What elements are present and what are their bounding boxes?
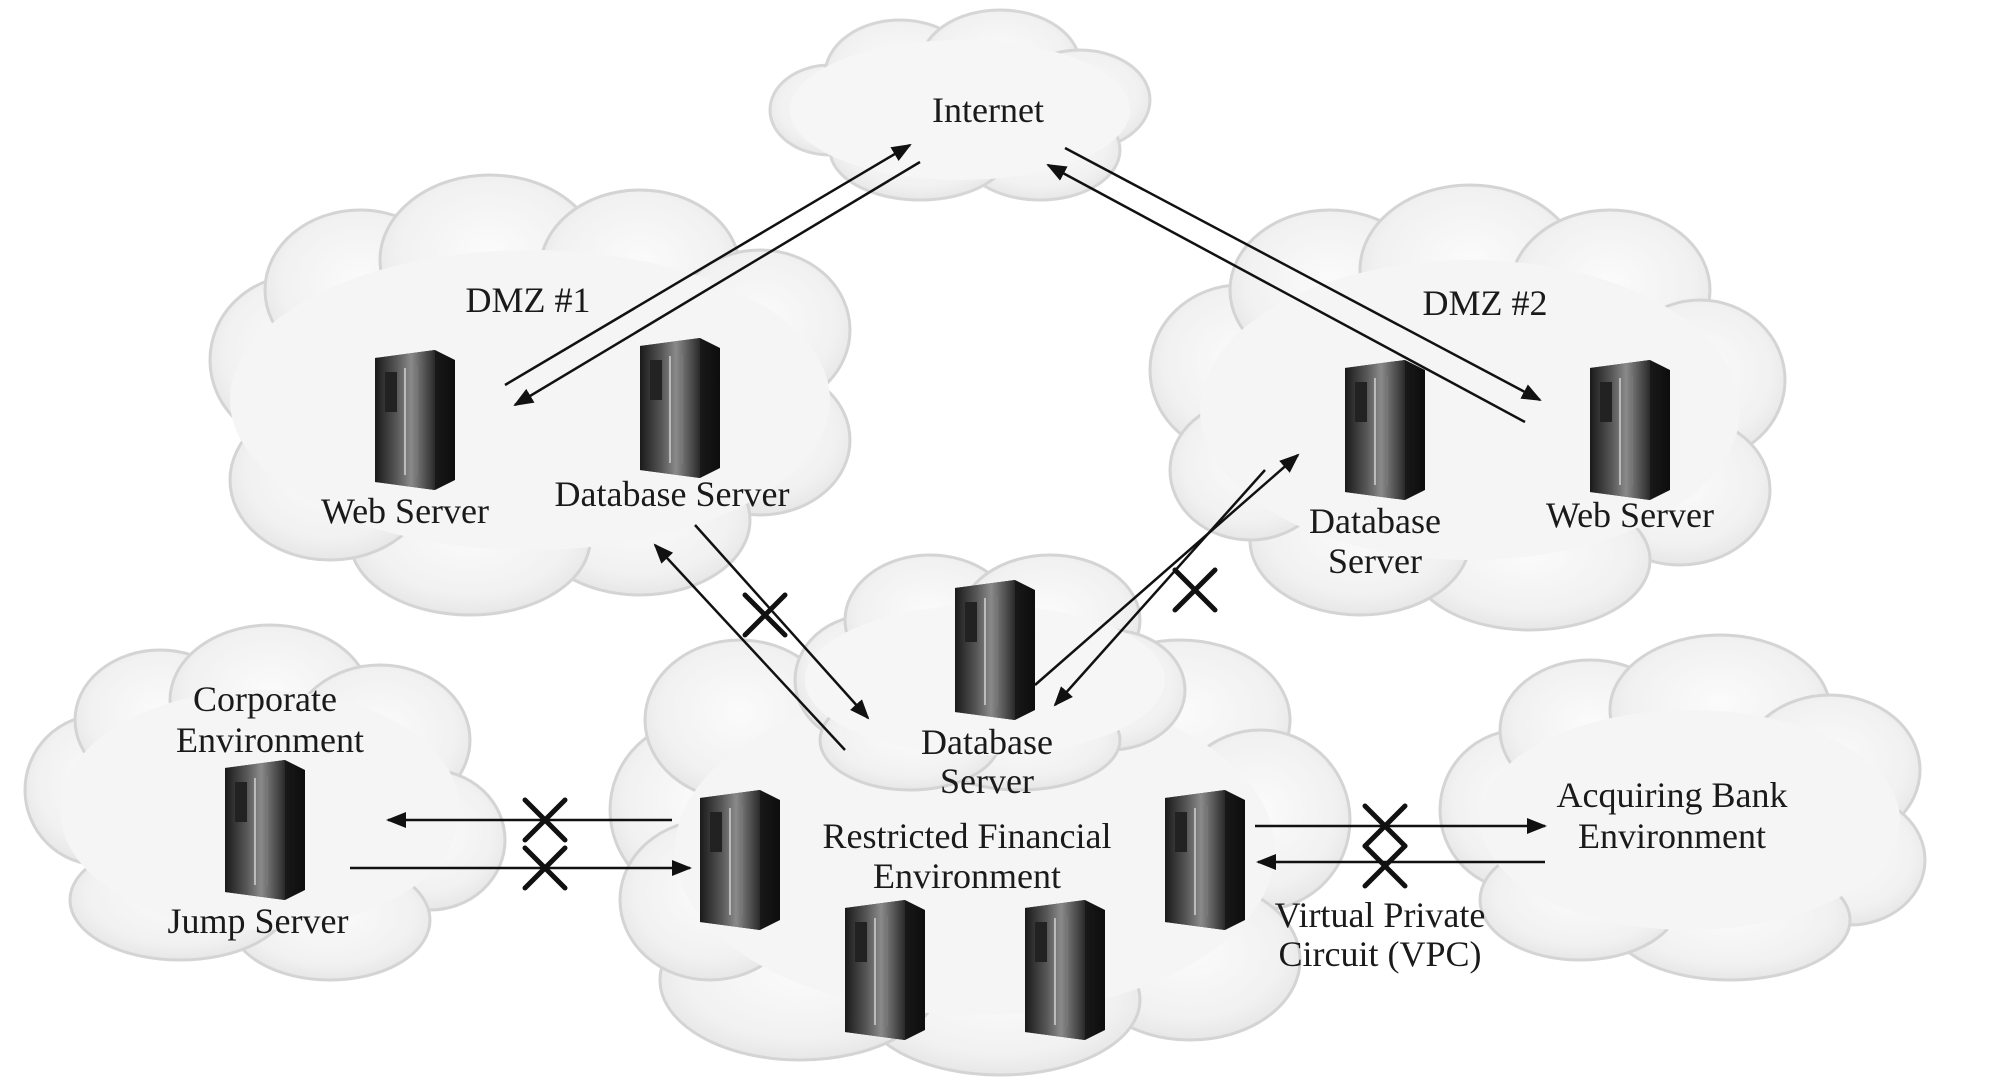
label-acquiring-line2: Environment <box>1578 816 1766 856</box>
restricted-server-bottom-right <box>1025 900 1105 1040</box>
arrow-dmz1-db-to-central-db <box>694 524 870 720</box>
dmz2-web-server <box>1590 360 1670 500</box>
blocked-x-central-dmz2 <box>1172 567 1218 613</box>
label-dmz2-web-server: Web Server <box>1546 495 1714 535</box>
arrow-internet-to-dmz1-web <box>513 160 921 407</box>
jump-server <box>225 760 305 900</box>
label-corporate-line2: Environment <box>176 720 364 760</box>
label-dmz1-web-server: Web Server <box>321 491 489 531</box>
dmz1-web-server <box>375 350 455 490</box>
label-vpc-line1: Virtual Private <box>1275 895 1486 935</box>
label-corporate-line1: Corporate <box>193 679 337 719</box>
label-jump-server: Jump Server <box>168 901 349 941</box>
blocked-x-dmz1-central <box>742 592 788 638</box>
label-central-database-line1: Database <box>921 722 1053 762</box>
blocked-x-acquiring-bottom <box>1362 843 1408 889</box>
restricted-server-left <box>700 790 780 930</box>
label-central-database-line2: Server <box>940 761 1034 801</box>
dmz2-database-server <box>1345 360 1425 500</box>
restricted-server-right <box>1165 790 1245 930</box>
arrow-dmz1-web-to-internet <box>504 143 912 387</box>
label-internet: Internet <box>932 90 1044 130</box>
arrow-central-db-to-dmz2-db <box>1034 453 1300 686</box>
cloud-dmz2 <box>1148 183 1787 632</box>
label-restricted-line1: Restricted Financial <box>823 816 1112 856</box>
label-dmz1-database-server: Database Server <box>555 474 790 514</box>
label-dmz1: DMZ #1 <box>466 280 591 320</box>
blocked-x-acquiring-top <box>1362 803 1408 849</box>
label-restricted-line2: Environment <box>873 856 1061 896</box>
label-dmz2-database-line2: Server <box>1328 541 1422 581</box>
label-dmz2-database-line1: Database <box>1309 501 1441 541</box>
cloud-acquiring-bank <box>1438 633 1927 982</box>
central-database-server <box>955 580 1035 720</box>
dmz1-database-server <box>640 338 720 478</box>
label-vpc-line2: Circuit (VPC) <box>1279 934 1482 974</box>
label-dmz2: DMZ #2 <box>1423 283 1548 323</box>
cloud-internet <box>768 8 1152 202</box>
arrow-internet-to-dmz2-web <box>1064 146 1542 402</box>
arrow-restricted-to-dmz1-db <box>653 543 846 751</box>
blocked-x-corporate-bottom <box>522 845 568 891</box>
blocked-x-corporate-top <box>522 797 568 843</box>
restricted-server-bottom-left <box>845 900 925 1040</box>
arrow-dmz2-web-to-internet <box>1046 163 1526 424</box>
label-acquiring-line1: Acquiring Bank <box>1557 775 1788 815</box>
arrow-dmz2-db-to-central-db <box>1053 469 1266 707</box>
